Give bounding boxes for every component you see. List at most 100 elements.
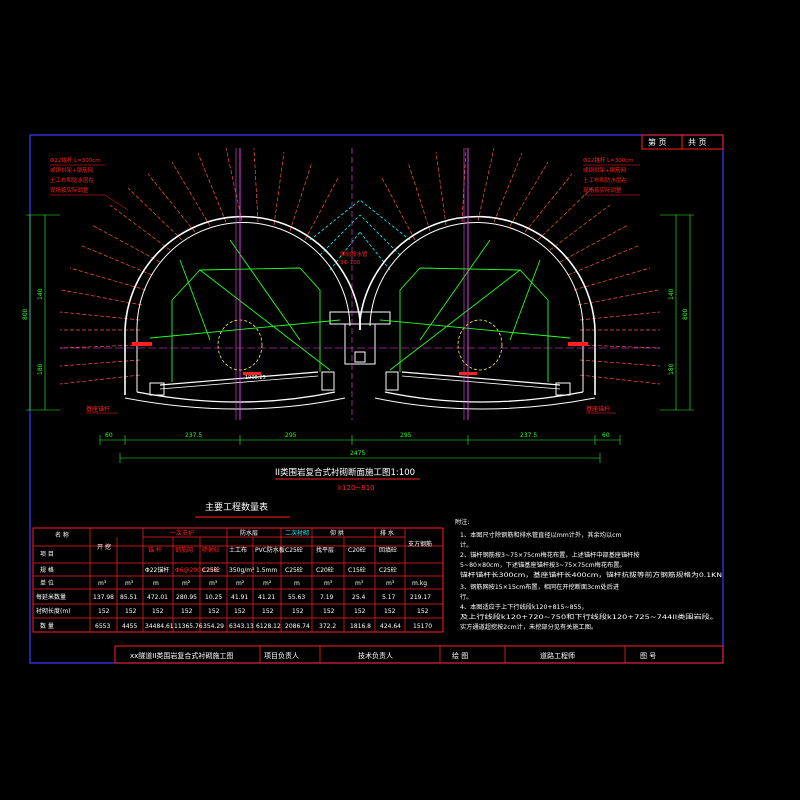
svg-text:295: 295 [285, 432, 297, 439]
svg-text:现场按实际调整: 现场按实际调整 [50, 186, 89, 194]
svg-text:152: 152 [262, 608, 274, 615]
svg-text:152: 152 [384, 608, 396, 615]
svg-text:424.64: 424.64 [380, 623, 401, 630]
svg-text:55.63: 55.63 [288, 594, 305, 601]
svg-text:295: 295 [400, 432, 412, 439]
svg-text:找平层: 找平层 [316, 546, 334, 554]
page-label: 第 页 [648, 137, 667, 147]
svg-text:237.5: 237.5 [185, 432, 202, 439]
right-anchor-note: Φ22锚杆 L=300cm 或钢拱架+钢筋网 土工布和防水层在 现场按实际调整 [583, 156, 634, 194]
svg-text:152: 152 [292, 608, 304, 615]
svg-text:1、本图尺寸除钢筋和排水管直径以mm计外，其余均以cm: 1、本图尺寸除钢筋和排水管直径以mm计外，其余均以cm [460, 531, 622, 539]
svg-text:C25砼: C25砼 [285, 566, 303, 574]
left-tube-outer [124, 215, 361, 395]
svg-text:41.91: 41.91 [231, 594, 248, 601]
svg-text:仰 拱: 仰 拱 [330, 529, 344, 537]
svg-text:或钢拱架+钢筋网: 或钢拱架+钢筋网 [50, 166, 94, 174]
table-title: 主要工程数量表 [205, 501, 268, 513]
svg-text:C20砼: C20砼 [316, 566, 334, 574]
svg-text:372.2: 372.2 [319, 623, 336, 630]
dim-total: 2475 [350, 450, 365, 457]
svg-text:C20砼: C20砼 [348, 546, 366, 554]
svg-text:800: 800 [22, 308, 29, 320]
svg-text:7.19: 7.19 [320, 594, 334, 601]
right-clearance [399, 267, 549, 382]
svg-text:m³: m³ [125, 580, 134, 587]
svg-text:152: 152 [98, 608, 110, 615]
svg-text:800: 800 [682, 308, 689, 320]
svg-text:m³: m³ [355, 580, 364, 587]
svg-text:60: 60 [105, 432, 113, 439]
svg-text:472.01: 472.01 [147, 594, 168, 601]
svg-text:单 位: 单 位 [40, 579, 54, 587]
section-title: II类围岩复合式衬砌断面施工图1:100 [275, 467, 415, 478]
svg-text:m³: m³ [324, 580, 333, 587]
svg-text:C25砼: C25砼 [379, 566, 397, 574]
svg-text:4、本图适应于上下行线段k120+815~855，: 4、本图适应于上下行线段k120+815~855， [460, 603, 588, 611]
svg-text:4455: 4455 [122, 623, 137, 630]
svg-text:152: 152 [181, 608, 193, 615]
svg-text:m³: m³ [98, 580, 107, 587]
svg-text:m³: m³ [209, 580, 218, 587]
svg-text:二次衬砌: 二次衬砌 [285, 529, 309, 537]
left-tube-inner [136, 221, 351, 392]
left-base-bolt-label: 基座锚杆 [86, 405, 110, 413]
svg-text:喷射砼: 喷射砼 [202, 546, 220, 554]
notes: 附注: 1、本图尺寸除钢筋和排水管直径以mm计外，其余均以cm 计。 2、锚杆钢… [455, 518, 722, 631]
svg-text:11365.76: 11365.76 [174, 623, 203, 630]
svg-text:6343.13: 6343.13 [229, 623, 254, 630]
left-road [159, 371, 319, 386]
svg-text:锚 杆: 锚 杆 [148, 546, 162, 554]
svg-text:锚杆锚杆长300cm，基座锚杆长400cm，锚杆抗拔等前方钢: 锚杆锚杆长300cm，基座锚杆长400cm，锚杆抗拔等前方钢筋规格为0.1KN [460, 571, 722, 579]
svg-text:1.5mm: 1.5mm [256, 567, 277, 574]
right-base-bolt-label: 基座锚杆 [586, 405, 610, 413]
svg-text:m.kg: m.kg [412, 580, 427, 587]
svg-text:防水层: 防水层 [240, 529, 258, 537]
svg-text:每延米数量: 每延米数量 [36, 593, 66, 601]
svg-text:数 量: 数 量 [40, 622, 54, 630]
drafter: 绘 图 [452, 651, 468, 660]
drawing-name: xx隧道II类围岩复合式衬砌施工图 [130, 651, 233, 660]
left-bolts [59, 147, 339, 385]
svg-text:34484.61: 34484.61 [145, 623, 174, 630]
svg-text:152: 152 [354, 608, 366, 615]
svg-text:152: 152 [234, 608, 246, 615]
svg-text:180: 180 [668, 363, 675, 375]
svg-text:152: 152 [208, 608, 220, 615]
svg-text:140: 140 [37, 288, 44, 300]
svg-text:354.29: 354.29 [203, 623, 224, 630]
right-road [401, 371, 561, 386]
drawing-frame [29, 134, 724, 664]
left-clearance [171, 267, 321, 382]
bottom-dimensions [99, 435, 621, 463]
svg-text:85.51: 85.51 [120, 594, 137, 601]
svg-text:回填砼: 回填砼 [379, 546, 397, 554]
svg-text:C25砼: C25砼 [285, 546, 303, 554]
svg-text:Φ22锚杆 L=300cm: Φ22锚杆 L=300cm [50, 156, 101, 164]
project-lead: 项目负责人 [264, 651, 299, 660]
svg-text:140: 140 [668, 288, 675, 300]
svg-text:Φ22锚杆: Φ22锚杆 [145, 566, 169, 574]
svg-text:152: 152 [323, 608, 335, 615]
svg-text:一次支护: 一次支护 [170, 529, 194, 537]
svg-text:项 目: 项 目 [40, 551, 54, 558]
svg-text:钢筋网: 钢筋网 [175, 546, 193, 554]
section-subtitle: k120~810 [338, 484, 375, 492]
svg-text:m²: m² [236, 580, 245, 587]
quantity-table: 主要工程数量表 名 称 开 挖 一次支护 [32, 501, 444, 633]
svg-text:237.5: 237.5 [520, 432, 537, 439]
svg-text:行。: 行。 [460, 593, 472, 601]
svg-text:219.17: 219.17 [410, 594, 431, 601]
svg-text:及上行线段k120+720~750和下行线段k120+725: 及上行线段k120+720~750和下行线段k120+725~744II类围岩段… [460, 613, 718, 621]
svg-text:5.17: 5.17 [382, 594, 396, 601]
svg-text:m²: m² [182, 580, 191, 587]
svg-text:180: 180 [37, 363, 44, 375]
svg-text:土工布和防水层在: 土工布和防水层在 [583, 176, 628, 184]
svg-text:m: m [294, 580, 300, 587]
svg-text:支方钢筋: 支方钢筋 [408, 540, 432, 548]
tech-lead: 技术负责人 [358, 651, 393, 660]
svg-text:152: 152 [125, 608, 137, 615]
right-invert [384, 391, 584, 403]
svg-text:41.21: 41.21 [258, 594, 275, 601]
svg-text:137.98: 137.98 [93, 594, 114, 601]
